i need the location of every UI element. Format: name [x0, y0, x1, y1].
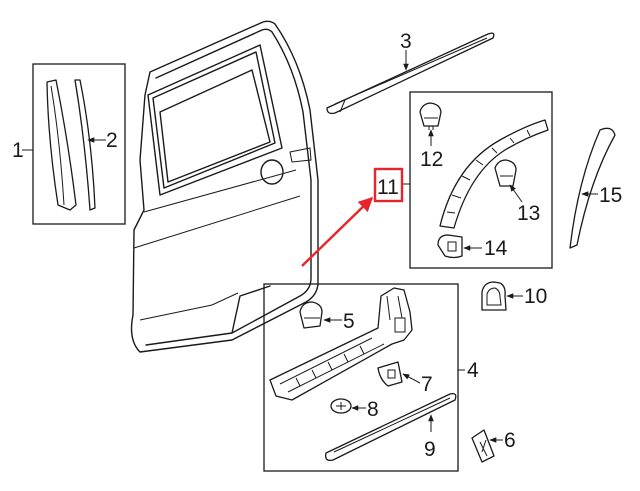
- callout-3: 3: [400, 30, 412, 53]
- callout-1: 1: [12, 139, 24, 162]
- retainer-14: [437, 234, 463, 259]
- callout-11-highlight: [373, 167, 404, 203]
- callout-4: 4: [467, 359, 479, 382]
- callout-5: 5: [343, 310, 355, 333]
- callout-9: 9: [424, 438, 436, 461]
- lower-molding-panel: [269, 287, 413, 401]
- callout-11: 11: [377, 176, 399, 199]
- trim-strip-15: [569, 127, 616, 249]
- callout-10: 10: [524, 285, 547, 308]
- callout-14: 14: [484, 237, 508, 260]
- callout-15: 15: [599, 184, 622, 207]
- bracket-10: [481, 281, 507, 311]
- callout-13: 13: [517, 202, 540, 225]
- callout-7: 7: [421, 373, 433, 396]
- pillar-molding-1: [46, 79, 77, 211]
- group-box-pillars: [32, 63, 126, 225]
- retainer-7: [377, 361, 403, 387]
- clip-12: [419, 102, 442, 130]
- clip-13: [494, 159, 517, 187]
- group-box-wheel-molding: [409, 91, 553, 269]
- clip-6: [471, 429, 495, 463]
- group-box-lower-molding: [263, 283, 459, 472]
- red-pointer-arrow-icon: [301, 196, 374, 267]
- clip-5: [299, 301, 323, 329]
- wheel-arch-molding: [439, 119, 549, 229]
- callout-2: 2: [106, 129, 118, 152]
- screw-8: [330, 398, 352, 414]
- sill-molding-9: [325, 392, 457, 461]
- callout-8: 8: [367, 398, 379, 421]
- pillar-molding-2: [74, 79, 96, 211]
- callout-6: 6: [504, 429, 516, 452]
- callout-12: 12: [420, 148, 443, 171]
- belt-molding-3: [326, 32, 495, 115]
- rear-door-shell: [130, 20, 319, 353]
